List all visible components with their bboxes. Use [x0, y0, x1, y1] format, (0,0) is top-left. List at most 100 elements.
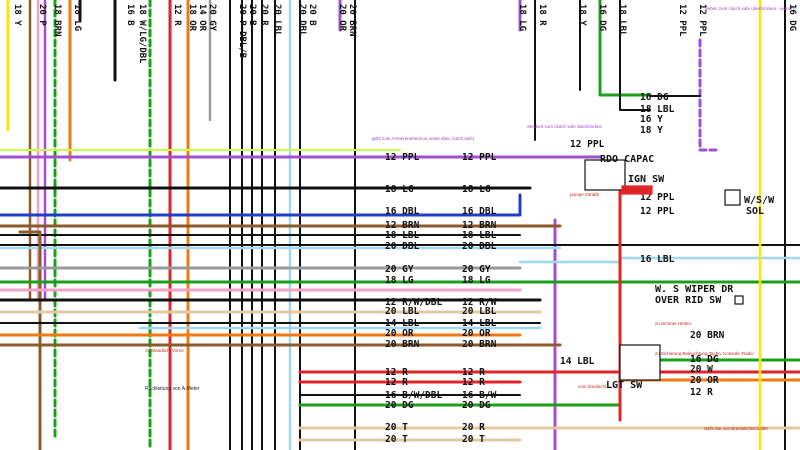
top-wire-label-t12: 20 B	[247, 4, 257, 26]
row-label-left-l6: 20 DBL	[385, 241, 420, 252]
note-redbox: 12 Zündung	[624, 188, 649, 193]
note-horn: Geht Sie von Bremslichtschalter	[704, 426, 769, 431]
far-right-label-f14: 12 PPL	[570, 139, 605, 150]
row-label-right-r15: 12 R	[462, 377, 485, 388]
row-label-right-r18: 20 R	[462, 422, 485, 433]
top-wire-label-t26: 16 DG	[787, 4, 797, 31]
row-label-left-l10: 20 LBL	[385, 306, 420, 317]
top-wire-label-t20: 18 R	[537, 4, 547, 26]
row-label-right-r5: 18 LBL	[462, 230, 497, 241]
far-right-label-f10: 20 W	[690, 364, 713, 375]
row-label-left-l9: 12 R/W/DBL	[385, 297, 442, 308]
top-wire-label-t6: 16 B	[125, 4, 135, 26]
row-label-left-l5: 18 LBL	[385, 230, 420, 241]
far-right-label-f12: 12 R	[690, 387, 713, 398]
wire-green-v3	[598, 0, 652, 97]
top-wire-label-t1: 18 Y	[12, 4, 22, 26]
note-dim: zu Dimmer Hinten	[655, 321, 692, 326]
row-label-right-r10: 20 LBL	[462, 306, 497, 317]
row-label-left-l18: 20 T	[385, 422, 408, 433]
top-wire-label-t24: 12 PPL	[677, 4, 687, 37]
row-label-right-r3: 16 DBL	[462, 206, 497, 217]
top-wire-label-t18: 20 BRN	[347, 4, 357, 37]
row-label-right-r16: 16 B/W	[462, 390, 497, 401]
top-wire-label-t11: 20 P-DBL/B	[237, 4, 247, 59]
top-wire-label-t13: 20 R	[259, 4, 269, 26]
note-pump: pumpe Zünd/5	[570, 192, 600, 197]
row-label-right-r13: 20 BRN	[462, 339, 497, 350]
wiper-override-label-1: W. S WIPER DR	[655, 284, 734, 295]
top-wire-label-t4: 18 LG	[72, 4, 82, 31]
top-wire-label-t15: 20 DBL	[297, 4, 307, 37]
row-label-right-r4: 12 BRN	[462, 220, 497, 231]
far-right-label-f4: 18 Y	[640, 125, 663, 136]
row-label-right-r2: 18 LG	[462, 184, 491, 195]
row-label-right-r1: 12 PPL	[462, 152, 497, 163]
row-label-right-r19: 20 T	[462, 434, 485, 445]
far-right-label-f6: 12 PPL	[640, 206, 675, 217]
top-wire-label-t25: 12 PPL	[697, 4, 707, 37]
row-label-right-r6: 20 DBL	[462, 241, 497, 252]
row-label-left-l7: 20 GY	[385, 264, 414, 275]
row-label-left-l8: 18 LG	[385, 275, 414, 286]
wsw-sol-label-2: SOL	[746, 206, 764, 217]
top-wire-label-t23: 18 LBL	[617, 4, 627, 37]
row-label-right-r17: 20 DG	[462, 400, 491, 411]
wiper-override-switch	[734, 295, 744, 305]
far-right-label-f7: 16 LBL	[640, 254, 675, 265]
ign-sw-label: IGN SW	[628, 174, 665, 185]
row-label-left-l14: 12 R	[385, 367, 408, 378]
row-label-left-l13: 20 BRN	[385, 339, 420, 350]
top-wire-label-t16: 20 B	[307, 4, 317, 26]
wiper-solenoid-body	[724, 189, 741, 206]
note-clutch: gehen zum clutch safe überbrücken - waru…	[705, 6, 797, 11]
far-right-label-f2: 18 LBL	[640, 104, 675, 115]
note-bridge: Steckerl zum clutch safe überbrücken	[527, 124, 603, 129]
wire-blue-h	[0, 193, 522, 217]
row-label-left-l1: 12 PPL	[385, 152, 420, 163]
top-wire-label-t8: 18 OR	[187, 4, 197, 32]
rdo-capac-label: RDO CAPAC	[600, 154, 654, 165]
wire-purple-v5	[698, 38, 722, 152]
top-wire-label-t21: 18 Y	[577, 4, 587, 26]
ignition-red-box	[621, 185, 653, 195]
row-label-right-r11: 14 LBL	[462, 318, 497, 329]
top-wire-label-t7: 12 R	[172, 4, 182, 26]
top-wire-label-t22: 16 DG	[597, 4, 607, 31]
row-label-right-r14: 12 R	[462, 367, 485, 378]
row-label-left-l17: 20 DG	[385, 400, 414, 411]
row-label-left-l11: 14 LBL	[385, 318, 420, 329]
row-label-left-l3: 16 DBL	[385, 206, 420, 217]
far-right-label-f9: 16 DG	[690, 354, 719, 365]
top-wire-label-t5: 18 W/LG/DBL	[137, 4, 147, 64]
top-wire-label-t3: 18 BRN	[52, 4, 62, 37]
top-wire-label-t19: 18 LG	[517, 4, 527, 31]
row-label-left-l2: 18 LG	[385, 184, 414, 195]
top-wire-label-t9: 14 OR	[197, 4, 207, 32]
top-wire-label-t14: 20 LBL	[272, 4, 282, 37]
wsw-sol-label-1: W/S/W	[744, 195, 775, 206]
row-label-right-r7: 20 GY	[462, 264, 491, 275]
top-wire-label-t17: 20 OR	[337, 4, 347, 32]
note-switch: zu Sicherung Beleuchtung Tacho, Konsole,…	[655, 351, 754, 356]
row-label-right-r8: 18 LG	[462, 275, 491, 286]
far-right-label-f3: 16 Y	[640, 114, 663, 125]
row-label-right-r12: 20 OR	[462, 328, 491, 339]
far-right-label-f11: 20 OR	[690, 375, 719, 386]
far-right-label-f1: 16 DG	[640, 92, 669, 103]
note-ammeter-return: Rückleitung von A-Meter	[145, 386, 200, 392]
note-relay: vom Zündschl.	[578, 384, 607, 389]
far-right-label-f5: 12 PPL	[640, 192, 675, 203]
light-switch-body	[619, 344, 661, 381]
wiper-override-label-2: OVER RID SW	[655, 295, 722, 306]
row-label-right-r9: 12 R/W	[462, 297, 497, 308]
note-ammeter: geht zum Amaeremeter/von unten über clut…	[372, 136, 475, 141]
top-wire-label-t10: 20 GY	[207, 4, 217, 32]
row-label-left-l12: 20 OR	[385, 328, 414, 339]
far-right-label-f8: 20 BRN	[690, 330, 725, 341]
row-label-left-l4: 12 BRN	[385, 220, 420, 231]
lgt-sw-label: LGT SW	[606, 380, 643, 391]
